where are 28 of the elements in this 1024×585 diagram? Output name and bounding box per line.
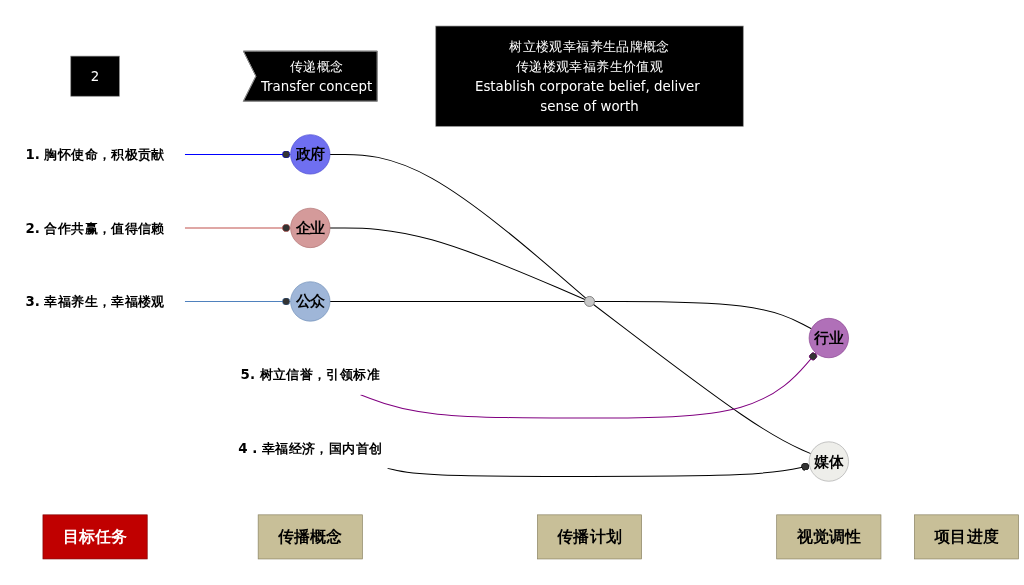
node-circle: 公众	[290, 281, 331, 322]
connector	[387, 462, 811, 477]
connector	[329, 300, 585, 302]
connector	[329, 153, 587, 299]
node-box: 传播计划	[537, 514, 642, 560]
node-text: 1. 胸怀使命，积极贡献	[25, 146, 165, 163]
node-circle	[584, 296, 595, 307]
connector	[184, 223, 292, 232]
node-text: 4 . 幸福经济，国内首创	[238, 440, 383, 457]
node-box: 树立楼观幸福养生品牌概念 传递楼观幸福养生价值观 Establish corporate belief, deliver sense of worth	[435, 25, 744, 127]
node-text: 2. 合作共赢，值得信赖	[25, 219, 165, 236]
connector	[594, 300, 812, 330]
node-circle: 企业	[290, 207, 331, 248]
connector	[360, 352, 818, 419]
node-box: 传播概念	[257, 514, 363, 560]
connector	[593, 304, 812, 455]
node-circle: 媒体	[808, 441, 849, 482]
node-box: 2	[70, 55, 120, 97]
connector	[329, 227, 586, 300]
node-circle: 行业	[808, 318, 849, 359]
node-circle: 政府	[290, 134, 331, 175]
node-box: 项目进度	[914, 514, 1019, 560]
node-text: 3. 幸福养生，幸福楼观	[25, 293, 165, 310]
node-box: 视觉调性	[776, 514, 882, 560]
connector	[184, 150, 292, 159]
connector	[184, 297, 292, 306]
node-box: 目标任务	[42, 514, 148, 560]
node-text: 5. 树立信誉，引领标准	[240, 366, 380, 383]
